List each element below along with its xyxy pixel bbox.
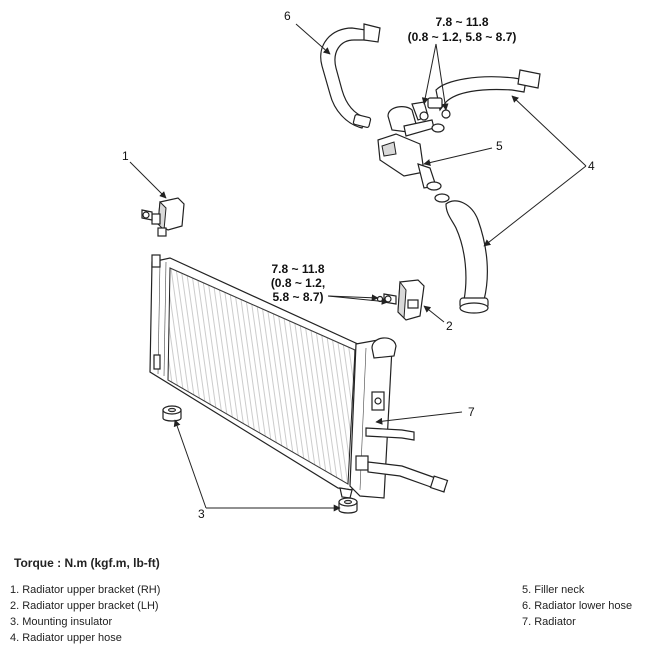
torque-mid-line1: 7.8 ~ 11.8 — [271, 262, 324, 276]
filler-neck — [377, 101, 451, 203]
legend-item-5: 5. Filler neck — [522, 584, 585, 596]
leader-lines — [129, 23, 587, 512]
torque-top-line2: (0.8 ~ 1.2, 5.8 ~ 8.7) — [408, 30, 517, 44]
callout-5: 5 — [496, 139, 503, 153]
legend-item-6: 6. Radiator lower hose — [522, 600, 633, 612]
callout-6: 6 — [284, 9, 291, 23]
legend-left: 1. Radiator upper bracket (RH) 2. Radiat… — [10, 582, 160, 646]
callout-7: 7 — [468, 405, 475, 419]
radiator-upper-hose-4-bottom — [445, 200, 489, 314]
torque-mid-line2: (0.8 ~ 1.2, — [271, 276, 325, 290]
callout-1: 1 — [122, 149, 129, 163]
radiator-upper-hose-4-top — [427, 69, 541, 112]
callout-3: 3 — [198, 507, 205, 521]
callout-4: 4 — [588, 159, 595, 173]
legend-item-7: 7. Radiator — [522, 616, 576, 628]
radiator-upper-bracket-lh — [376, 279, 425, 321]
callout-2: 2 — [446, 319, 453, 333]
legend-item-1: 1. Radiator upper bracket (RH) — [10, 584, 161, 596]
legend-item-2: 2. Radiator upper bracket (LH) — [10, 600, 159, 612]
torque-top-line1: 7.8 ~ 11.8 — [435, 15, 488, 29]
mounting-insulator-right — [338, 497, 358, 514]
radiator-exploded-diagram: 1 2 3 4 5 6 7 7.8 ~ 11.8 (0.8 ~ 1.2, 5.8… — [122, 9, 595, 521]
torque-mid-line3: 5.8 ~ 8.7) — [272, 290, 323, 304]
radiator-upper-hose-6 — [320, 23, 381, 129]
radiator — [149, 254, 449, 499]
legend-item-3: 3. Mounting insulator — [10, 616, 113, 628]
torque-heading: Torque : N.m (kgf.m, lb-ft) — [14, 556, 160, 570]
mounting-insulator-left — [162, 405, 182, 422]
radiator-upper-bracket-rh — [141, 197, 185, 237]
legend-item-4: 4. Radiator upper hose — [10, 632, 122, 644]
legend-right: 5. Filler neck 6. Radiator lower hose 7.… — [522, 582, 632, 630]
